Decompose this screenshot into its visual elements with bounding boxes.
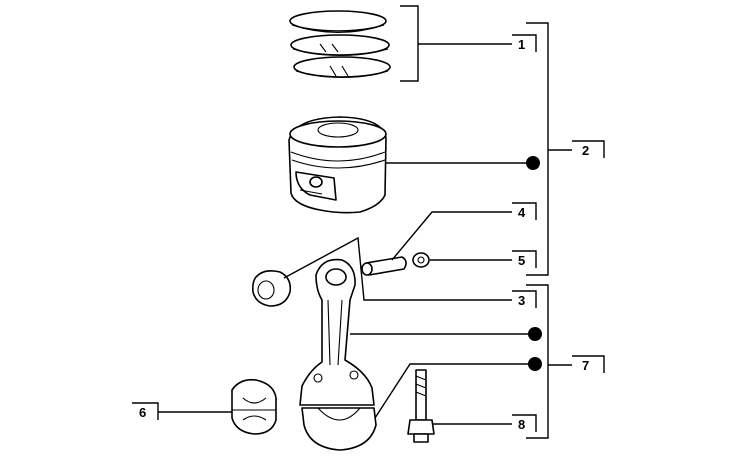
piston-rings-drawing [289,10,391,79]
callout-8: 8 [512,414,537,432]
callout-6: 6 [132,402,159,420]
callout-label-4: 4 [518,205,526,220]
callout-2: 2 [572,140,605,158]
wrist-pin-drawing [361,256,407,276]
assembly-dot-rod [528,327,542,341]
assembly-dot-piston [526,156,540,170]
callout-label-8: 8 [518,417,525,432]
callout-label-5: 5 [518,253,525,268]
callout-label-1: 1 [518,37,525,52]
callout-5: 5 [512,250,537,268]
callout-1: 1 [512,34,537,52]
connecting-rod-drawing [299,258,377,451]
leader-lines [158,5,572,439]
callout-3: 3 [512,290,537,308]
bearing-shells-drawing [231,378,277,435]
piston-drawing [288,116,387,214]
callout-7: 7 [572,355,605,373]
assembly-dot-cap [528,357,542,371]
callout-label-7: 7 [582,358,589,373]
callout-label-2: 2 [582,143,589,158]
big-end-bolt-drawing [407,369,435,443]
callout-label-6: 6 [139,405,146,420]
callout-label-3: 3 [518,293,525,308]
callout-4: 4 [512,202,537,220]
circlip-drawing [412,252,430,268]
small-end-bushing-drawing [252,270,292,307]
